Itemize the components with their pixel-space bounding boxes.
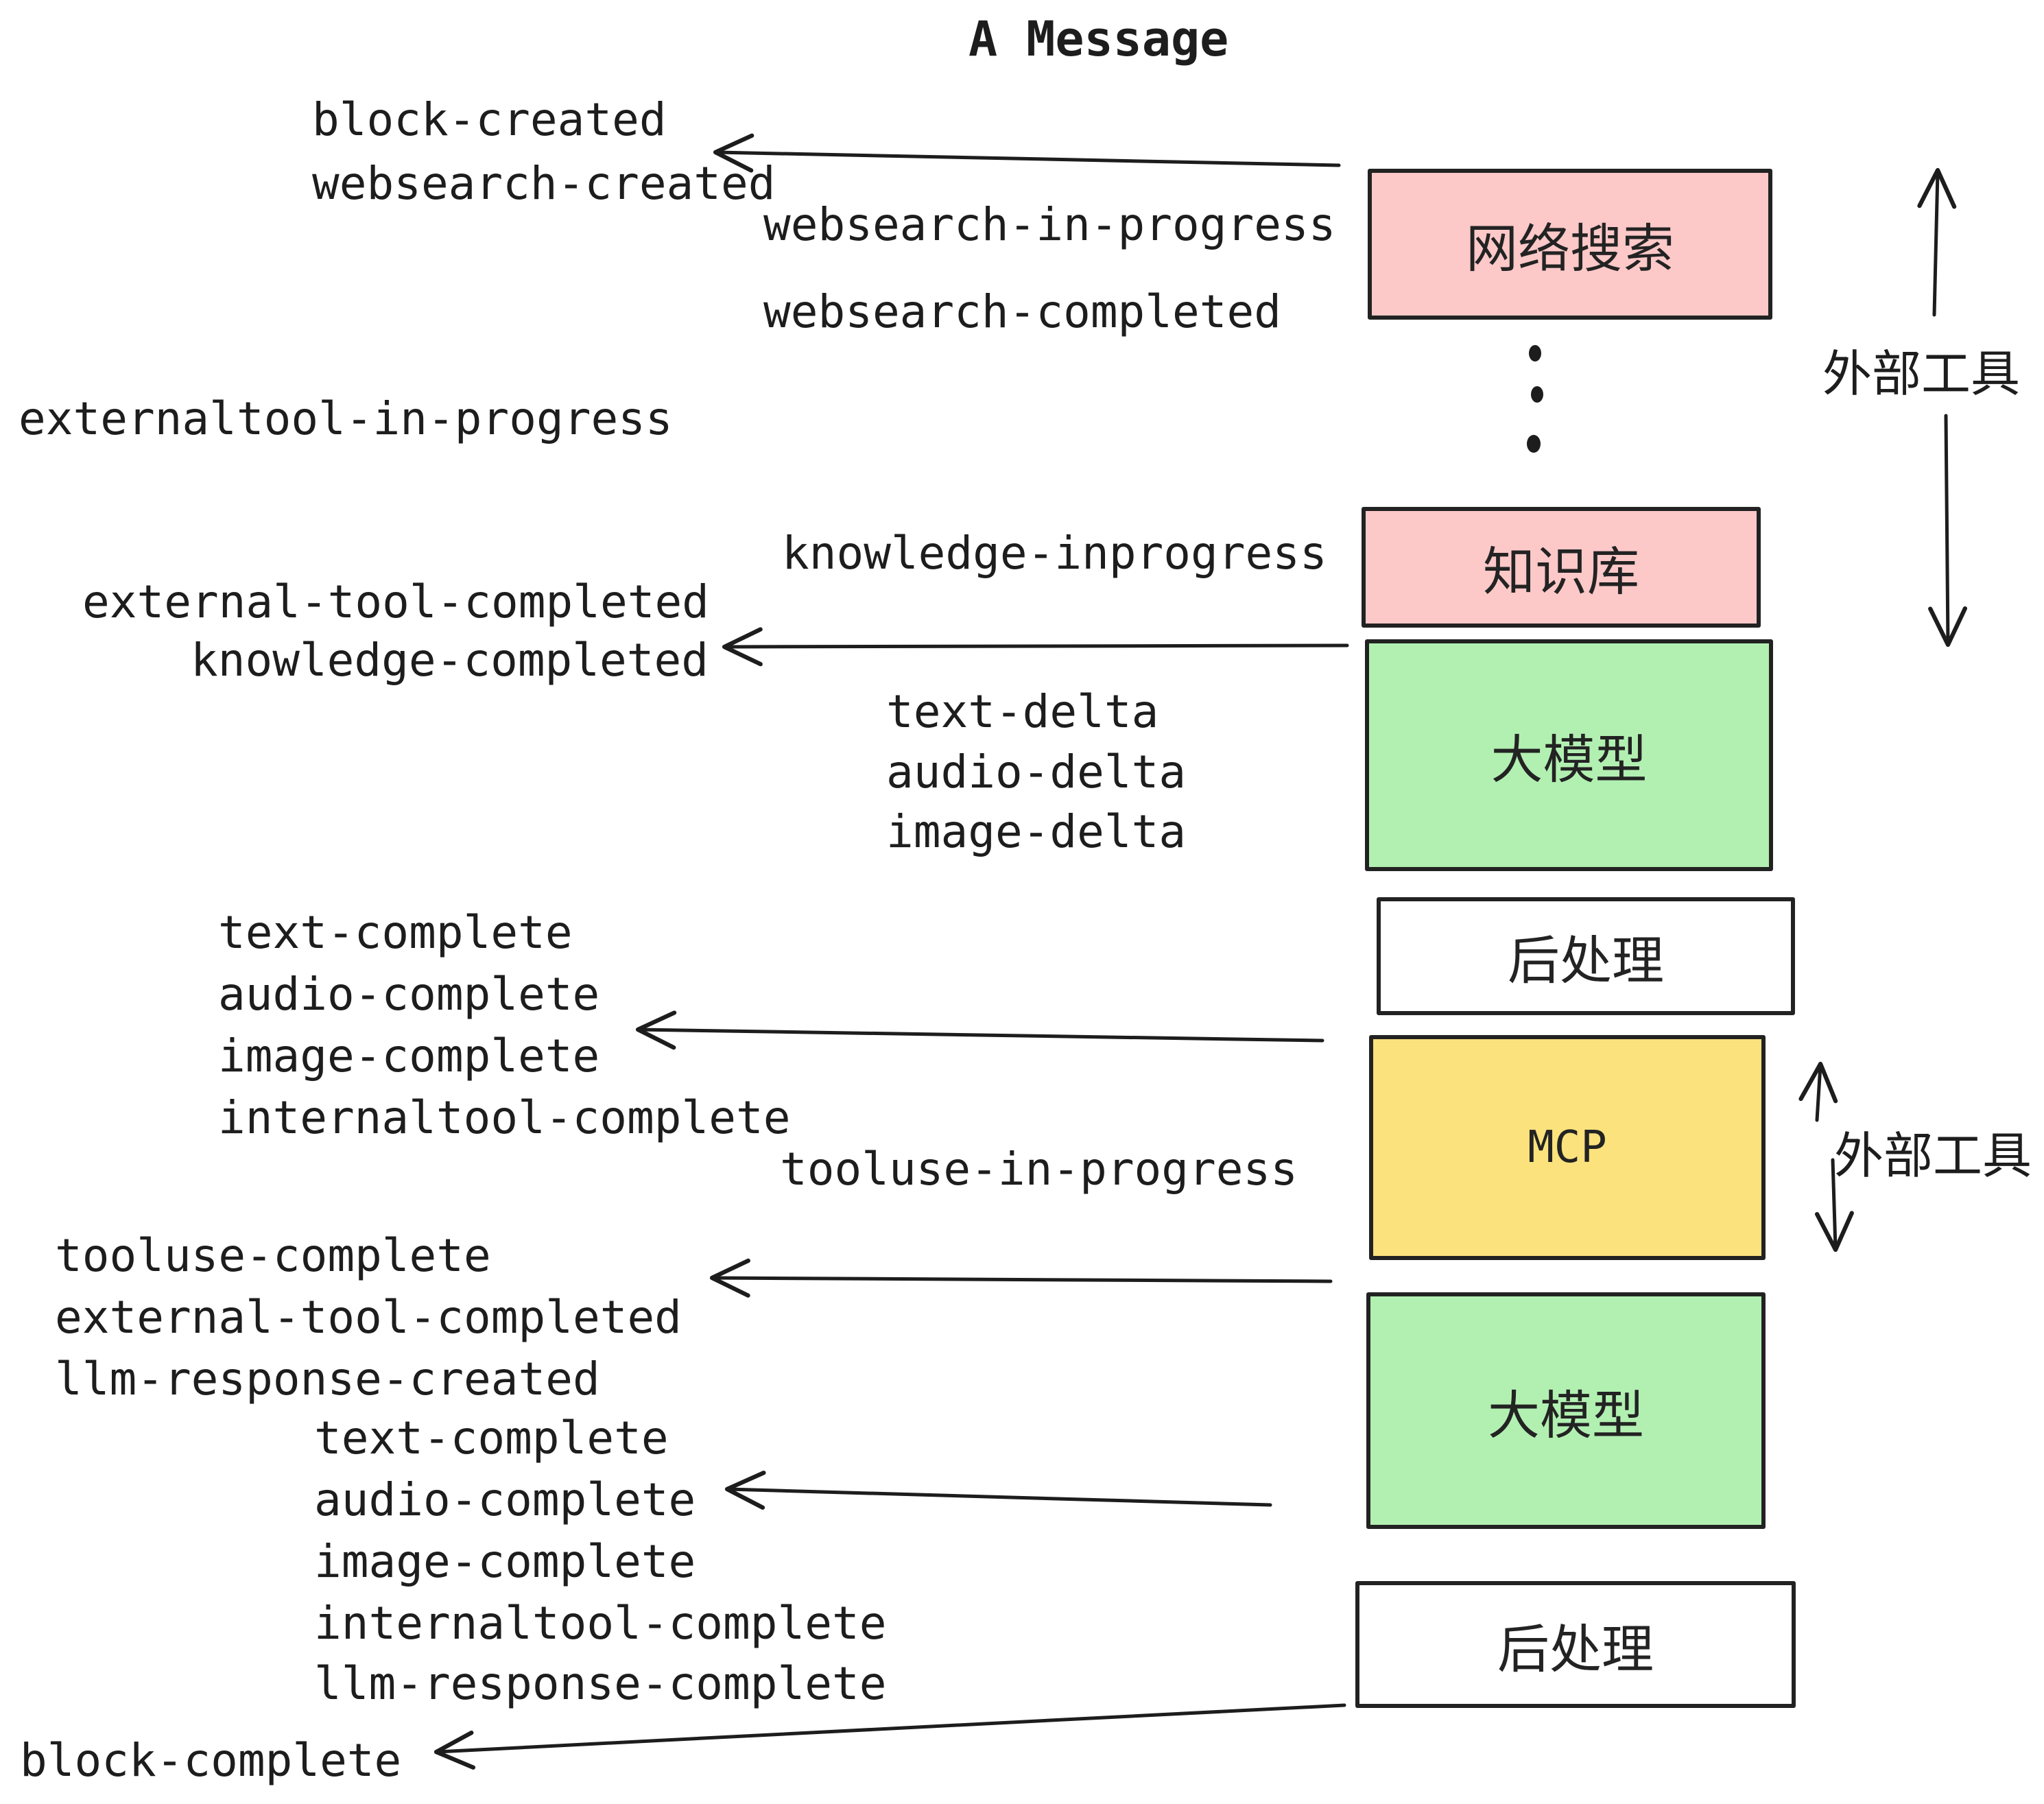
event-llm-response-created: llm-response-created bbox=[55, 1353, 600, 1405]
event-text-complete-2: text-complete bbox=[314, 1412, 669, 1464]
event-text-delta-1: text-delta bbox=[886, 685, 1159, 738]
box-mcp-label: MCP bbox=[1528, 1122, 1607, 1173]
event-image-complete-2: image-complete bbox=[314, 1535, 696, 1588]
box-knowledge-label: 知识库 bbox=[1483, 541, 1639, 602]
box-mcp: MCP bbox=[1369, 1035, 1766, 1260]
box-llm-top: 大模型 bbox=[1365, 639, 1773, 871]
event-image-complete-1: image-complete bbox=[218, 1030, 600, 1082]
arrow-external-tools-down-1 bbox=[1928, 414, 1968, 648]
ellipsis-dots bbox=[1527, 345, 1543, 453]
arrow-knowledge-completed bbox=[722, 627, 1349, 667]
label-external-tools-top: 外部工具 bbox=[1822, 345, 2021, 403]
box-llm-top-label: 大模型 bbox=[1490, 729, 1648, 790]
event-external-tool-completed-2: external-tool-completed bbox=[55, 1291, 682, 1344]
box-llm-bottom: 大模型 bbox=[1366, 1292, 1766, 1529]
event-llm-response-complete: llm-response-complete bbox=[314, 1657, 887, 1710]
event-audio-complete-1: audio-complete bbox=[218, 968, 600, 1021]
event-websearch-created: websearch-created bbox=[312, 157, 776, 210]
arrow-websearch-created bbox=[713, 133, 1341, 173]
box-post-top-label: 后处理 bbox=[1508, 930, 1664, 991]
event-image-delta-1: image-delta bbox=[886, 805, 1187, 858]
event-tooluse-in-progress: tooluse-in-progress bbox=[780, 1143, 1298, 1196]
event-block-complete: block-complete bbox=[20, 1734, 402, 1787]
arrow-llm-complete-bottom bbox=[724, 1471, 1272, 1510]
box-knowledge: 知识库 bbox=[1362, 507, 1761, 628]
event-block-created: block-created bbox=[312, 93, 667, 146]
event-knowledge-completed: knowledge-completed bbox=[191, 634, 709, 687]
label-external-tools-bottom: 外部工具 bbox=[1834, 1127, 2032, 1185]
event-audio-delta-1: audio-delta bbox=[886, 746, 1187, 798]
diagram-title: A Message bbox=[968, 11, 1229, 67]
event-external-tool-completed-1: external-tool-completed bbox=[82, 575, 709, 628]
box-llm-bottom-label: 大模型 bbox=[1488, 1384, 1644, 1446]
event-websearch-in-progress: websearch-in-progress bbox=[763, 198, 1336, 251]
event-tooluse-complete: tooluse-complete bbox=[55, 1229, 491, 1282]
arrow-external-tools-down-2 bbox=[1814, 1158, 1854, 1253]
event-websearch-completed: websearch-completed bbox=[763, 285, 1281, 338]
event-audio-complete-2: audio-complete bbox=[314, 1473, 696, 1526]
box-websearch-label: 网络搜索 bbox=[1466, 218, 1674, 279]
event-externaltool-in-progress: externaltool-in-progress bbox=[19, 392, 673, 445]
event-internaltool-complete-2: internaltool-complete bbox=[314, 1597, 887, 1650]
box-post-bottom: 后处理 bbox=[1355, 1581, 1796, 1708]
event-internaltool-complete-1: internaltool-complete bbox=[218, 1091, 791, 1144]
arrow-external-tools-up-1 bbox=[1917, 167, 1957, 317]
event-knowledge-inprogress: knowledge-inprogress bbox=[782, 527, 1327, 580]
box-websearch: 网络搜索 bbox=[1368, 169, 1772, 320]
arrow-tooluse-complete bbox=[709, 1258, 1333, 1298]
arrow-external-tools-up-2 bbox=[1798, 1061, 1838, 1122]
arrow-internal-complete-top bbox=[635, 1010, 1324, 1050]
event-text-complete-1: text-complete bbox=[218, 906, 573, 959]
arrow-block-complete bbox=[433, 1703, 1346, 1770]
box-post-bottom-label: 后处理 bbox=[1497, 1618, 1654, 1680]
box-post-top: 后处理 bbox=[1377, 897, 1795, 1015]
